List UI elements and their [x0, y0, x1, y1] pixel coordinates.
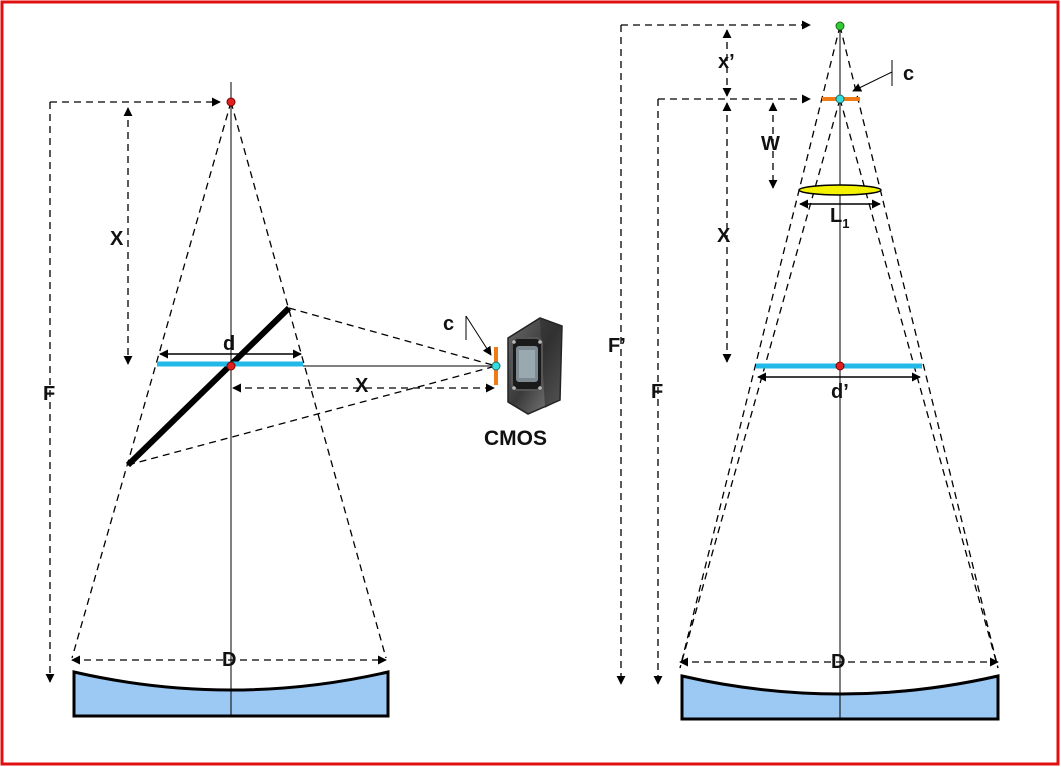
left-c-pointer: [465, 315, 492, 356]
left-sensor-dot: [491, 361, 501, 371]
left-folded-ray: [127, 365, 497, 466]
right-X-label: X: [717, 225, 731, 247]
left-cone-ray: [71, 101, 232, 659]
right-sensor-dot: [835, 94, 845, 104]
right-diagram: F’ F x’ X W c L1 d’ D: [608, 20, 1000, 721]
right-dprime-label: d’: [831, 381, 849, 403]
right-c-label: c: [903, 63, 914, 85]
left-diagonal-mirror: [125, 305, 292, 468]
right-center-dot: [835, 361, 845, 371]
right-lens-ray: [839, 98, 999, 669]
right-cone-ray: [679, 25, 841, 669]
left-center-dot: [226, 361, 236, 371]
right-lens-ray: [679, 98, 841, 669]
right-D-label: D: [831, 651, 845, 673]
left-F-label: F: [43, 383, 55, 405]
right-c-pointer: [852, 71, 893, 92]
right-F-label: F: [651, 381, 663, 403]
right-W-label: W: [761, 133, 780, 155]
left-folded-ray: [288, 307, 497, 367]
cmos-label: CMOS: [484, 427, 547, 450]
left-X-vertical-label: X: [110, 228, 124, 250]
right-Fprime-label: F’: [608, 335, 626, 357]
left-d-label: d: [223, 333, 235, 355]
cmos-camera-icon: [507, 317, 563, 415]
right-L1-label: L1: [830, 205, 849, 231]
left-c-label: c: [443, 313, 454, 335]
left-D-label: D: [222, 649, 236, 671]
right-cone-ray: [839, 25, 999, 669]
right-lens-L1: [798, 184, 882, 196]
left-cone-ray: [230, 101, 387, 659]
left-X-horizontal-label: X: [355, 375, 369, 397]
left-focal-point-dot: [226, 97, 236, 107]
right-xprime-label: x’: [718, 51, 735, 73]
right-green-focus-dot: [835, 21, 845, 31]
left-diagram: F X d X c: [43, 82, 563, 718]
